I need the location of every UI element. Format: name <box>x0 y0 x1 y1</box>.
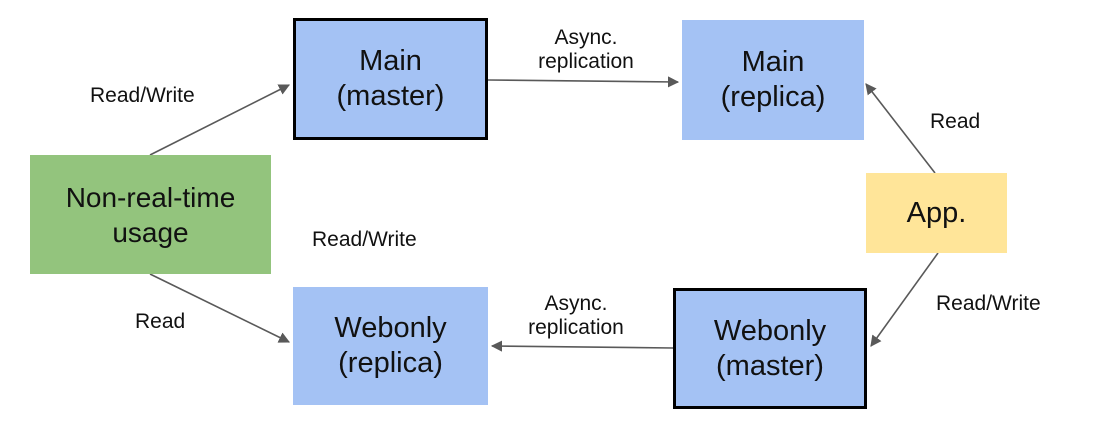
non-real-time-subtitle: usage <box>112 216 189 248</box>
main-master-role: (master) <box>336 80 445 112</box>
edge-label-app-main-replica-read: Read <box>930 110 981 133</box>
main-replica-node: Main (replica) <box>682 20 864 140</box>
edge-label-middle-read-write: Read/Write <box>312 228 417 251</box>
arrow-nonrt-to-webonly-replica <box>149 273 291 343</box>
main-replica-role: (replica) <box>720 81 826 113</box>
main-replica-title: Main <box>741 46 805 78</box>
main-async-line2: replication <box>538 50 634 73</box>
edge-label-app-webonly-read-write: Read/Write <box>936 292 1041 315</box>
main-async-line1: Async. <box>554 26 618 49</box>
webonly-replica-role: (replica) <box>338 347 443 379</box>
main-master-node: Main (master) <box>293 18 488 140</box>
arrow-nonrt-to-main-master <box>149 84 291 156</box>
webonly-replica-title: Webonly <box>334 312 447 344</box>
app-title: App. <box>906 196 967 229</box>
webonly-master-title: Webonly <box>713 314 827 347</box>
arrow-app-to-main-replica <box>865 83 936 174</box>
arrow-main-async-replication <box>487 76 680 88</box>
arrow-app-to-webonly-master <box>870 252 939 347</box>
edge-label-webonly-async-replication: Async. replication <box>496 292 656 340</box>
webonly-master-node: Webonly (master) <box>673 288 867 409</box>
arrow-webonly-async-replication <box>490 340 674 352</box>
edge-label-main-async-replication: Async. replication <box>506 26 666 74</box>
webonly-async-line1: Async. <box>544 292 608 315</box>
edge-label-nonrt-webonly-read: Read <box>135 310 186 333</box>
webonly-async-line2: replication <box>528 316 624 339</box>
webonly-replica-node: Webonly (replica) <box>293 287 488 405</box>
non-real-time-title: Non-real-time <box>65 181 236 213</box>
app-node: App. <box>866 173 1007 253</box>
edge-label-nonrt-main-read-write: Read/Write <box>90 84 195 107</box>
main-master-title: Main <box>359 45 422 77</box>
non-real-time-usage-node: Non-real-time usage <box>30 155 271 274</box>
webonly-master-role: (master) <box>716 349 824 382</box>
